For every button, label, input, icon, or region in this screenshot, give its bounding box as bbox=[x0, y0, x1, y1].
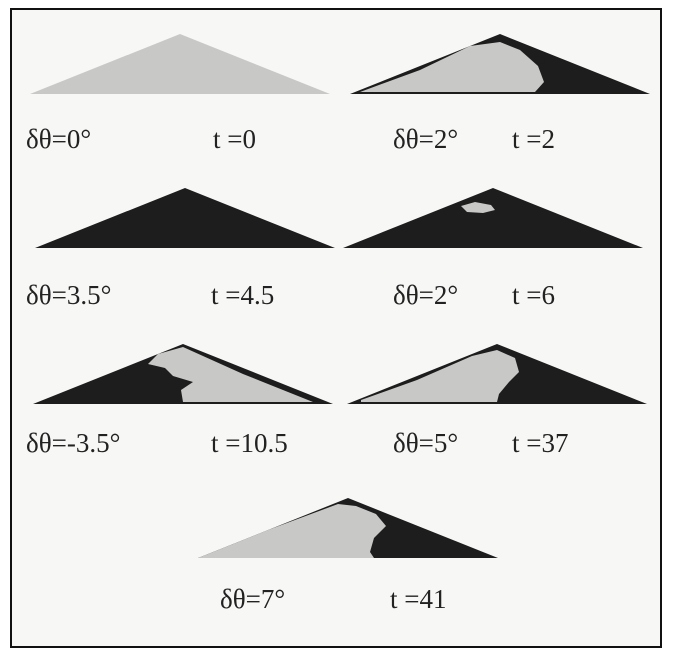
sandpile-panel-4 bbox=[343, 186, 643, 248]
angle-label-2: δθ=2° bbox=[393, 124, 459, 154]
time-label-7: t =41 bbox=[390, 584, 447, 614]
angle-label-5: δθ=-3.5° bbox=[26, 428, 121, 458]
angle-label-1: δθ=0° bbox=[26, 124, 92, 154]
time-label-4: t =6 bbox=[512, 280, 555, 310]
angle-label-6: δθ=5° bbox=[393, 428, 459, 458]
time-label-3: t =4.5 bbox=[211, 280, 275, 310]
time-label-5: t =10.5 bbox=[211, 428, 288, 458]
angle-label-7: δθ=7° bbox=[220, 584, 286, 614]
sandpile-panel-3 bbox=[35, 186, 335, 248]
sandpile-panel-2 bbox=[350, 32, 650, 94]
time-label-2: t =2 bbox=[512, 124, 555, 154]
time-label-1: t =0 bbox=[213, 124, 256, 154]
sandpile-panel-7 bbox=[198, 496, 498, 558]
time-label-6: t =37 bbox=[512, 428, 569, 458]
angle-label-3: δθ=3.5° bbox=[26, 280, 112, 310]
angle-label-4: δθ=2° bbox=[393, 280, 459, 310]
sandpile-panel-5 bbox=[33, 342, 333, 404]
sandpile-panel-1 bbox=[30, 32, 330, 94]
sandpile-panel-6 bbox=[347, 342, 647, 404]
